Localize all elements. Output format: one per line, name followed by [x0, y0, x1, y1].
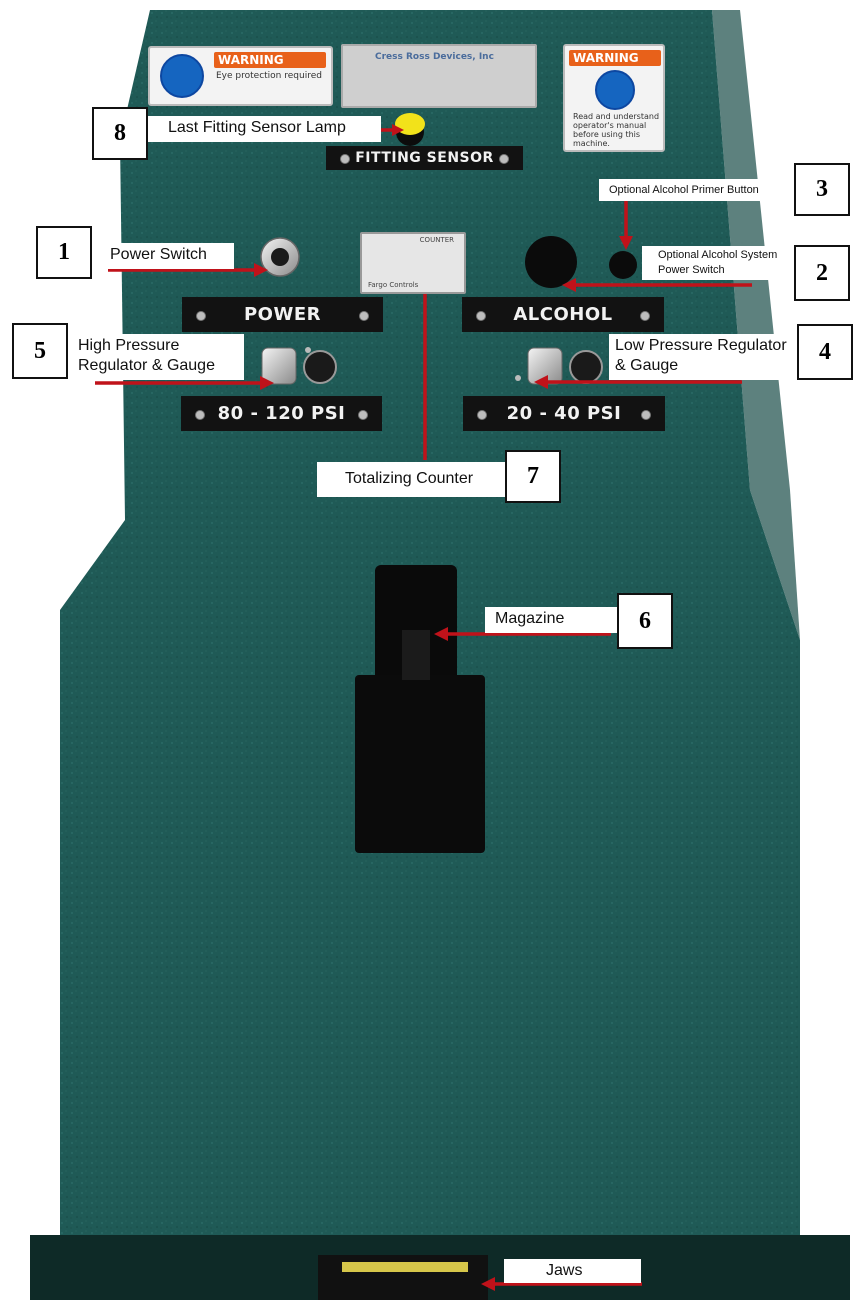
- screw: [195, 409, 205, 420]
- plate-power: POWER: [182, 297, 383, 332]
- manufacturer-name: Cress Ross Devices, Inc: [375, 52, 494, 62]
- callout-number-8: 8: [92, 107, 148, 160]
- warning-header-left: WARNING: [214, 52, 326, 68]
- screw: [340, 154, 350, 164]
- counter-brand: Fargo Controls: [368, 281, 419, 289]
- primer-button: [609, 251, 637, 279]
- high-screw: [305, 347, 311, 353]
- magazine-slot: [402, 630, 430, 680]
- arrowhead-2: [562, 278, 576, 292]
- screw: [476, 310, 486, 321]
- callout-label-3: Optional Alcohol Primer Button: [599, 179, 794, 201]
- callout-label-jaws: Jaws: [504, 1259, 641, 1283]
- callout-number-1: 1: [36, 226, 92, 279]
- callout-label-2: Optional Alcohol System Power Switch: [642, 246, 794, 280]
- screw: [641, 409, 651, 420]
- callout-label-4: Low Pressure Regulator & Gauge: [609, 334, 797, 380]
- magazine-upper: [375, 565, 457, 685]
- warning-text-left: Eye protection required: [216, 71, 322, 81]
- callout-arrows: [95, 124, 752, 1291]
- arrowhead-3: [619, 236, 633, 250]
- callout-number-3: 3: [794, 163, 850, 216]
- warning-sign-manual: WARNING Read and understand operator's m…: [563, 44, 665, 152]
- screw: [499, 154, 509, 164]
- screw: [359, 310, 369, 321]
- arrowhead-8: [392, 124, 404, 136]
- screw: [477, 409, 487, 420]
- plate-low-psi-text: 20 - 40 PSI: [506, 403, 622, 424]
- warning-text-right: Read and understand operator's manual be…: [573, 112, 660, 148]
- magazine-lower: [355, 675, 485, 853]
- arrowhead-jaws: [481, 1277, 495, 1291]
- plate-fitting-sensor-text: FITTING SENSOR: [355, 150, 494, 166]
- goggles-icon: [160, 54, 204, 98]
- alcohol-knob: [525, 236, 577, 288]
- totalizing-counter: COUNTER Fargo Controls: [360, 232, 466, 294]
- plate-power-text: POWER: [243, 304, 321, 325]
- callout-label-6: Magazine: [485, 607, 617, 633]
- warning-header-right: WARNING: [569, 50, 661, 66]
- power-switch-core: [271, 248, 289, 266]
- plate-low-psi: 20 - 40 PSI: [463, 396, 665, 431]
- manual-icon: [595, 70, 635, 110]
- plate-alcohol-text: ALCOHOL: [513, 304, 613, 325]
- low-gauge: [569, 350, 603, 384]
- callout-label-5: High Pressure Regulator & Gauge: [68, 334, 244, 380]
- callout-number-2: 2: [794, 245, 850, 301]
- screw: [358, 409, 368, 420]
- arrowhead-5: [260, 376, 274, 390]
- callout-number-4: 4: [797, 324, 853, 380]
- plate-fitting-sensor: FITTING SENSOR: [326, 146, 523, 170]
- warning-sign-eye-protection: WARNING Eye protection required: [148, 46, 333, 106]
- jaws-label-strip: [342, 1262, 468, 1272]
- screw: [196, 310, 206, 321]
- arrowhead-1: [254, 263, 268, 277]
- screw: [640, 310, 650, 321]
- body-side-shadow: [712, 10, 800, 640]
- manufacturer-plate: Cress Ross Devices, Inc: [341, 44, 537, 108]
- plate-high-psi: 80 - 120 PSI: [181, 396, 382, 431]
- magazine-assembly: [355, 565, 485, 853]
- callout-label-7: Totalizing Counter: [317, 462, 505, 497]
- arrowhead-4: [534, 375, 548, 389]
- plate-alcohol: ALCOHOL: [462, 297, 664, 332]
- callout-label-1: Power Switch: [92, 243, 234, 269]
- high-regulator: [261, 347, 297, 385]
- arrowhead-6: [434, 627, 448, 641]
- counter-header: COUNTER: [419, 236, 454, 244]
- callout-number-5: 5: [12, 323, 68, 379]
- callout-label-8: Last Fitting Sensor Lamp: [148, 116, 381, 142]
- low-screw: [515, 375, 521, 381]
- callout-number-7: 7: [505, 450, 561, 503]
- high-gauge: [303, 350, 337, 384]
- jaws-opening: [318, 1255, 488, 1300]
- plate-high-psi-text: 80 - 120 PSI: [217, 403, 346, 424]
- callout-number-6: 6: [617, 593, 673, 649]
